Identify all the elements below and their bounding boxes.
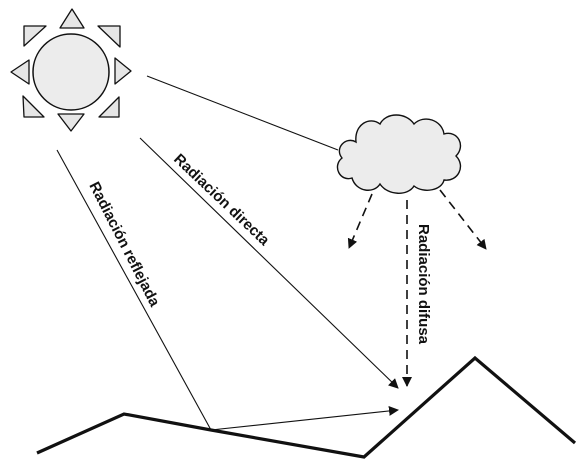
sun-icon: [10, 8, 132, 132]
sun-disk: [32, 33, 110, 111]
label-diffuse-radiation: Radiación difusa: [415, 224, 432, 345]
label-direct-radiation: Radiación directa: [170, 151, 273, 250]
ray-sun-to-cloud: [146, 75, 339, 151]
ground-terrain: [36, 355, 577, 459]
diffuse-arrow-right: [439, 189, 487, 250]
direct-radiation-arrow: [139, 137, 399, 389]
sun-rays: [10, 8, 132, 132]
reflected-radiation-arrow: [210, 405, 399, 431]
reflected-radiation-incoming: [56, 149, 212, 431]
cloud-icon: [336, 114, 462, 194]
diffuse-arrow-left: [347, 193, 373, 249]
label-reflected-radiation: Radiación reflejada: [85, 179, 163, 310]
